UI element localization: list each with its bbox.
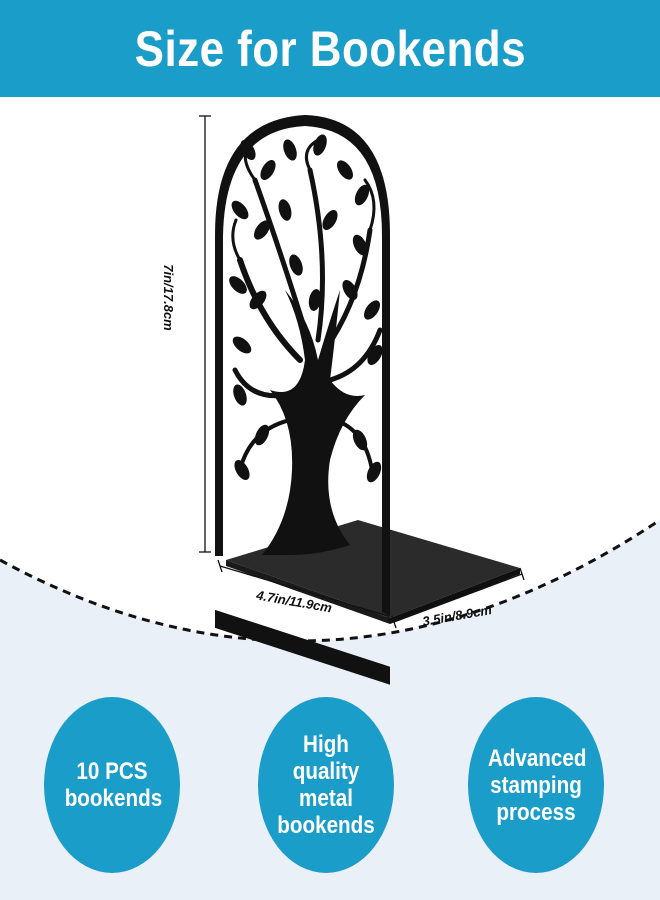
tree-leaves [229, 134, 383, 483]
feature-badge-quality: High quality metal bookends [258, 697, 394, 873]
height-dimension-label: 7in/17.8cm [160, 264, 176, 331]
feature-badge-label: High quality metal bookends [277, 731, 375, 839]
feature-badge-process: Advanced stamping process [468, 697, 604, 873]
bookend-frame [215, 115, 390, 616]
feature-badge-quantity: 10 PCS bookends [44, 697, 180, 873]
feature-badge-label: Advanced stamping process [487, 744, 587, 826]
tree-trunk [262, 290, 365, 555]
dashed-divider-arc [0, 518, 660, 643]
dimension-lines [199, 115, 525, 629]
banner-title: Size for Bookends [134, 20, 526, 77]
title-banner: Size for Bookends [0, 0, 660, 97]
feature-badge-label: 10 PCS bookends [64, 758, 163, 812]
